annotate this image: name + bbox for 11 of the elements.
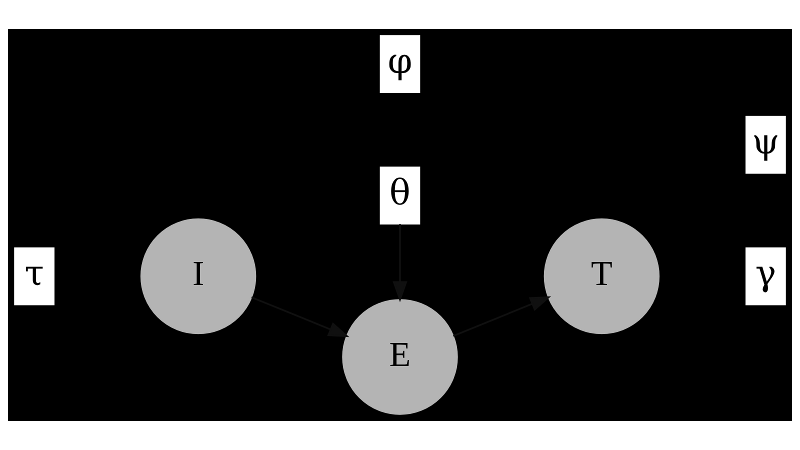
node-box: ψ xyxy=(746,116,786,174)
node-circle: I xyxy=(140,218,256,334)
arrow xyxy=(452,296,552,337)
node-box: θ xyxy=(380,166,420,225)
node-box: φ xyxy=(380,35,420,94)
node-circle: E xyxy=(342,299,458,415)
arrow xyxy=(251,296,350,338)
node-box: γ xyxy=(746,247,786,306)
arrow xyxy=(392,224,408,302)
node-circle: T xyxy=(544,218,660,334)
node-box: τ xyxy=(14,247,54,306)
